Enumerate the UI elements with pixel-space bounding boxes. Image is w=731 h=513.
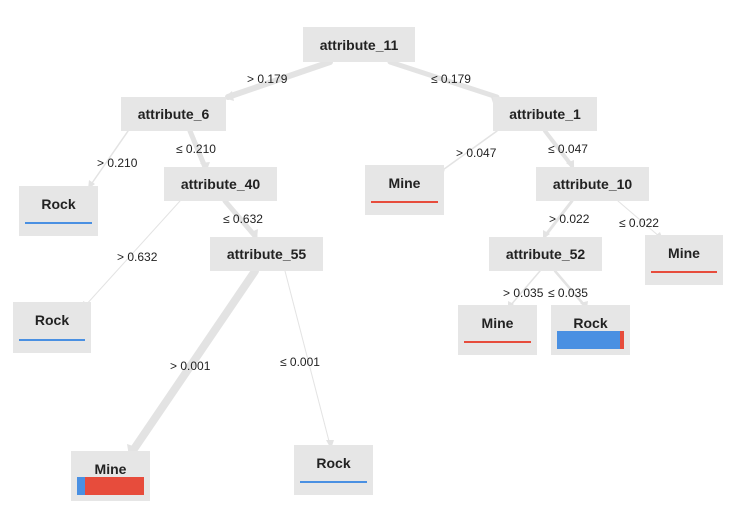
class-distribution-bar xyxy=(371,201,438,203)
edge-root-attr1 xyxy=(387,59,500,100)
class-distribution-bar xyxy=(557,331,624,349)
arrowhead xyxy=(566,160,574,169)
leaf-label: Mine xyxy=(388,175,421,191)
edge-attr6-rock1 xyxy=(89,130,129,187)
bar-rock xyxy=(300,481,367,483)
edge-attr1-attr10 xyxy=(543,129,574,168)
leaf-mine: Mine xyxy=(71,451,150,501)
arrowhead xyxy=(543,230,550,239)
node-label: attribute_1 xyxy=(509,106,581,122)
node-attribute-11: attribute_11 xyxy=(303,27,415,62)
edge-label: ≤ 0.035 xyxy=(548,286,588,300)
edge-label: > 0.210 xyxy=(97,156,138,170)
node-attribute-52: attribute_52 xyxy=(489,237,602,271)
node-attribute-6: attribute_6 xyxy=(121,97,226,131)
arrowhead xyxy=(249,229,258,239)
bar-mine xyxy=(464,341,531,343)
leaf-label: Rock xyxy=(573,315,608,331)
bar-rock xyxy=(77,477,86,495)
class-distribution-bar xyxy=(651,271,717,273)
leaf-rock: Rock xyxy=(294,445,373,495)
bar-mine xyxy=(651,271,717,273)
edge-label: > 0.179 xyxy=(247,72,288,86)
bar-rock xyxy=(25,222,92,224)
leaf-mine: Mine xyxy=(645,235,723,285)
node-attribute-1: attribute_1 xyxy=(493,97,597,131)
edge-attr55-mine4 xyxy=(128,267,259,456)
edge-attr52-mine3 xyxy=(509,270,541,307)
class-distribution-bar xyxy=(464,341,531,343)
edge-label: > 0.022 xyxy=(549,212,590,226)
leaf-mine: Mine xyxy=(458,305,537,355)
leaf-label: Mine xyxy=(94,461,127,477)
edge-label: > 0.001 xyxy=(170,359,211,373)
edge-label: > 0.047 xyxy=(456,146,497,160)
bar-rock xyxy=(557,331,620,349)
node-attribute-10: attribute_10 xyxy=(536,167,649,201)
node-attribute-55: attribute_55 xyxy=(210,237,323,271)
edge-label: ≤ 0.210 xyxy=(176,142,216,156)
bar-mine xyxy=(619,331,624,349)
edge-label: ≤ 0.047 xyxy=(548,142,588,156)
edge-label: ≤ 0.001 xyxy=(280,355,320,369)
node-label: attribute_10 xyxy=(552,176,633,192)
edge-attr10-attr52 xyxy=(543,199,574,238)
edge-label: > 0.632 xyxy=(117,250,158,264)
leaf-mine: Mine xyxy=(365,165,444,215)
bar-mine xyxy=(371,201,438,203)
edge-label: ≤ 0.179 xyxy=(431,72,471,86)
class-distribution-bar xyxy=(300,481,367,483)
leaf-label: Mine xyxy=(481,315,514,331)
leaf-label: Rock xyxy=(41,196,76,212)
node-label: attribute_11 xyxy=(319,36,399,53)
edge-label: > 0.035 xyxy=(503,286,544,300)
class-distribution-bar xyxy=(25,222,92,224)
edge-attr40-rock2 xyxy=(84,200,181,307)
edge-label: ≤ 0.632 xyxy=(223,212,263,226)
edge-label: ≤ 0.022 xyxy=(619,216,659,230)
leaf-label: Rock xyxy=(34,312,70,328)
class-distribution-bar xyxy=(19,339,85,341)
bar-mine xyxy=(85,477,144,495)
edge-attr1-mine1 xyxy=(439,130,498,173)
leaf-label: Mine xyxy=(668,245,700,261)
leaf-label: Rock xyxy=(316,455,351,471)
arrowhead xyxy=(224,91,234,101)
arrowhead xyxy=(326,440,334,449)
leaf-rock: Rock xyxy=(19,186,98,236)
node-label: attribute_6 xyxy=(137,106,210,122)
node-label: attribute_55 xyxy=(226,246,307,262)
edge-attr6-attr40 xyxy=(187,128,208,170)
node-label: attribute_40 xyxy=(180,176,261,192)
node-attribute-40: attribute_40 xyxy=(164,167,277,201)
bar-rock xyxy=(19,339,85,341)
edge-attr52-rock3 xyxy=(553,269,587,308)
class-distribution-bar xyxy=(77,477,144,495)
leaf-rock: Rock xyxy=(551,305,630,355)
edge-root-attr6 xyxy=(225,59,333,100)
edge-attr55-rock4 xyxy=(284,270,331,446)
leaf-rock: Rock xyxy=(13,302,91,353)
node-label: attribute_52 xyxy=(505,246,586,262)
edge-attr40-attr55 xyxy=(222,198,258,239)
edge-attr10-mine2 xyxy=(617,200,661,238)
